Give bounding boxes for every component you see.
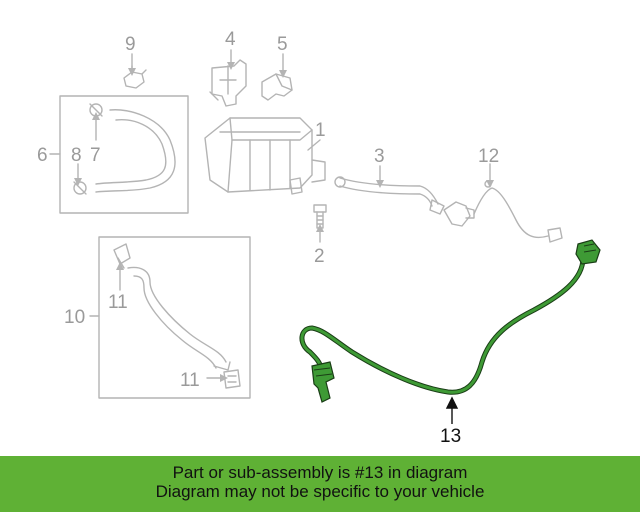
part-5-bracket[interactable]	[261, 73, 293, 101]
callout-7: 7	[90, 145, 101, 166]
leader-lines	[49, 49, 491, 379]
callout-5: 5	[277, 34, 288, 55]
callout-12: 12	[478, 146, 499, 167]
banner-line-2: Diagram may not be specific to your vehi…	[155, 482, 485, 501]
part-10-group-box	[98, 236, 251, 399]
banner-line-1: Part or sub-assembly is #13 in diagram	[172, 463, 468, 482]
info-banner: Part or sub-assembly is #13 in diagram D…	[0, 456, 640, 512]
callout-11-bottom: 11	[180, 370, 200, 391]
part-12-sensor[interactable]	[443, 180, 563, 243]
callout-3: 3	[374, 146, 385, 167]
callout-2: 2	[314, 246, 325, 267]
part-4-valve[interactable]	[209, 59, 247, 107]
callout-6: 6	[37, 145, 48, 166]
part-3-tube[interactable]	[334, 176, 445, 215]
callout-10: 10	[64, 307, 85, 328]
callout-11-top: 11	[108, 292, 128, 313]
part-8-clamp[interactable]	[73, 181, 87, 195]
callout-9: 9	[125, 34, 136, 55]
callout-1: 1	[315, 120, 326, 141]
leader-arrowheads	[74, 62, 494, 382]
parts-diagram: 9 4 5 6 8 7 1 2 3 12 11 10 11 13	[37, 29, 601, 447]
callout-8: 8	[71, 145, 82, 166]
callout-4: 4	[225, 29, 236, 50]
part-10-hose[interactable]	[127, 266, 231, 371]
part-6-hose[interactable]	[95, 109, 176, 193]
part-1-canister[interactable]	[204, 117, 326, 195]
part-11-clamp-top[interactable]	[113, 243, 131, 269]
leader-13	[445, 396, 459, 424]
callout-13: 13	[440, 426, 461, 447]
part-13-oxygen-sensor[interactable]	[299, 239, 601, 403]
part-11-clamp-bottom[interactable]	[223, 369, 241, 389]
